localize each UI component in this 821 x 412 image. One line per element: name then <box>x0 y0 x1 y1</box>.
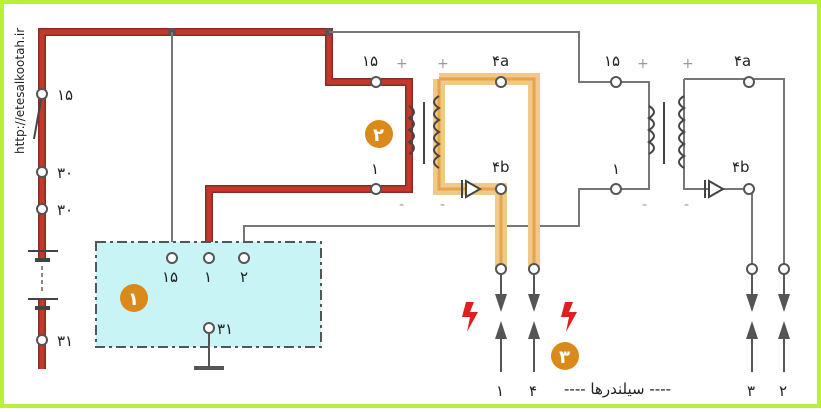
ignition-coil-1: ۱۵ + + ۴a ۱ ۴b - - <box>362 52 540 269</box>
ecu-label-1: ۱ <box>204 268 212 286</box>
cylinder-label-2: ۲ <box>779 382 787 400</box>
label-30a: ۳۰ <box>57 164 73 182</box>
coil1-plus-secondary: + <box>437 56 449 72</box>
label-31: ۳۱ <box>57 332 73 350</box>
coil2-plus-secondary: + <box>682 56 694 72</box>
coil1-label-4a: ۴a <box>492 52 509 70</box>
coil2-label-15: ۱۵ <box>604 52 620 70</box>
coil1-label-15: ۱۵ <box>362 52 378 70</box>
coil1-label-1: ۱ <box>371 160 379 178</box>
ecu-label-31: ۳۱ <box>217 320 233 338</box>
spark-plug-leads <box>495 263 790 372</box>
cylinders-caption: ---- سیلندرها ---- <box>564 380 671 398</box>
label-15: ۱۵ <box>57 86 73 104</box>
ecu-terminal-15 <box>166 252 178 264</box>
ecu-terminal-2 <box>238 252 250 264</box>
coil1-terminal-15 <box>370 76 382 88</box>
coil2-label-1: ۱ <box>612 160 620 178</box>
ecu-module: ۱۵ ۱ ۲ ۳۱ <box>95 241 322 370</box>
coil1-plus-primary: + <box>396 56 408 72</box>
coil2-label-4a: ۴a <box>734 52 751 70</box>
coil2-minus-primary: - <box>642 197 647 213</box>
coil1-minus-secondary: - <box>440 197 445 213</box>
coil2-terminal-4b <box>743 183 755 195</box>
terminal-30a-circle <box>36 166 48 178</box>
svg-text:۳: ۳ <box>559 347 570 368</box>
label-30b: ۳۰ <box>57 201 73 219</box>
coil1-terminal-1 <box>370 183 382 195</box>
terminal-15-circle <box>36 88 48 100</box>
terminal-31-circle <box>36 334 48 346</box>
cylinder-label-4: ۴ <box>529 382 537 400</box>
ecu-terminal-1 <box>203 252 215 264</box>
svg-text:۲: ۲ <box>373 125 384 146</box>
badge-1: ۱ <box>120 284 148 312</box>
badge-2: ۲ <box>365 120 393 148</box>
coil1-terminal-4b <box>495 183 507 195</box>
coil2-plus-primary: + <box>637 56 649 72</box>
terminal-30b-circle <box>36 203 48 215</box>
coil2-terminal-4a <box>743 76 755 88</box>
ecu-label-2: ۲ <box>240 268 248 286</box>
svg-text:۱: ۱ <box>128 289 139 310</box>
ignition-coil-2: ۱۵ + + ۴a ۱ ۴b - - <box>604 52 785 269</box>
spark-icon <box>561 302 577 332</box>
coil2-terminal-15 <box>610 76 622 88</box>
cylinder-label-1: ۱ <box>496 382 504 400</box>
coil2-minus-secondary: - <box>684 197 689 213</box>
ecu-terminal-31 <box>203 322 215 334</box>
watermark-url: http://etesalkootah.ir <box>13 28 27 154</box>
cylinder-label-3: ۳ <box>747 382 755 400</box>
coil1-minus-primary: - <box>399 197 404 213</box>
coil2-terminal-1 <box>610 183 622 195</box>
ignition-wiring-diagram: http://etesalkootah.ir ۱۵ ۳۰ ۳۰ ۳۱ <box>13 28 790 400</box>
badge-3: ۳ <box>551 342 579 370</box>
coil1-terminal-4a <box>495 76 507 88</box>
coil2-label-4b: ۴b <box>732 158 750 176</box>
coil1-label-4b: ۴b <box>492 158 510 176</box>
spark-icon <box>462 302 478 332</box>
ecu-label-15: ۱۵ <box>162 268 178 286</box>
